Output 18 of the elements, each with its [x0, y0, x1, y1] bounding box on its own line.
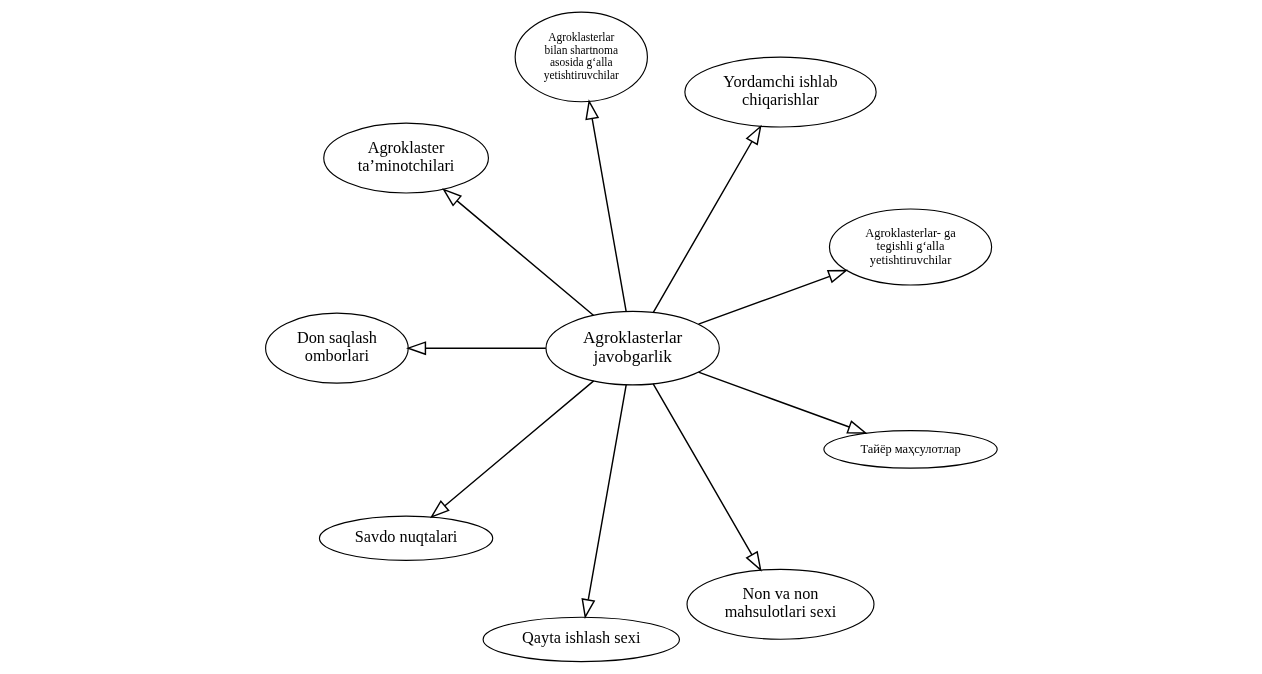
node-ellipse: Don saqlash omborlari: [264, 312, 409, 384]
arrow: [580, 384, 627, 620]
arrow: [697, 269, 848, 325]
node-ellipse: Agroklasterlar javobgarlik: [544, 310, 720, 386]
node-ellipse: Yordamchi ishlab chiqarishlar: [683, 56, 877, 128]
arrow: [651, 124, 762, 314]
node-ellipse: Agroklasterlar bilan shartnoma asosida g‘alla yetishtiruvchilar: [514, 11, 648, 103]
node-ellipse: Agroklaster ta’minotchilari: [322, 122, 489, 194]
node-ellipse: Savdo nuqtalari: [318, 515, 493, 561]
arrow: [429, 380, 594, 519]
node-ellipse: Qayta ishlash sexi: [482, 616, 680, 663]
arrow: [651, 383, 762, 572]
arrow: [697, 371, 868, 434]
arrow: [441, 188, 594, 317]
arrow: [584, 99, 627, 313]
arrow: [405, 341, 547, 356]
node-ellipse: Non va non mahsulotlari sexi: [685, 568, 875, 640]
node-ellipse: Тайёр маҳсулотлар: [822, 430, 998, 469]
